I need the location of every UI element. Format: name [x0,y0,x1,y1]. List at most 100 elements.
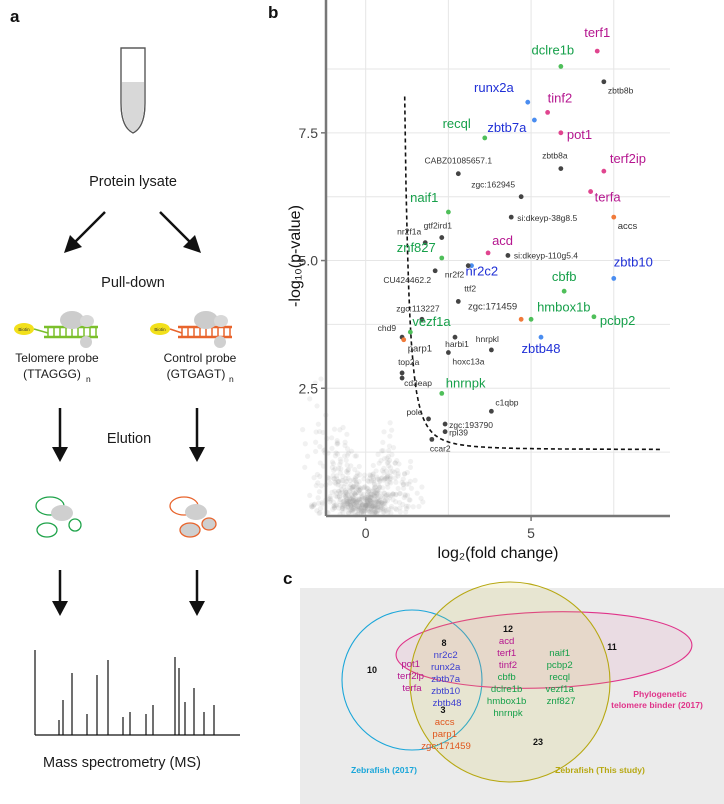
background-point [392,505,399,512]
background-point [376,507,382,513]
arrow-down-icon [189,408,205,462]
background-point [348,503,354,509]
panel-letter-c: c [283,569,292,588]
background-point [381,465,387,471]
background-point [371,498,377,505]
background-point [359,508,365,514]
background-point [350,501,356,507]
data-point [518,316,524,322]
background-point [332,479,338,486]
background-point [392,460,398,466]
background-point [340,473,346,479]
background-point [342,498,348,504]
background-point [327,480,333,486]
background-point [357,485,364,492]
panel-letter-a: a [10,7,20,26]
background-point [340,424,346,431]
background-point [372,484,378,490]
background-point [386,479,392,485]
background-point [384,476,390,482]
background-point [317,510,323,516]
background-point [365,491,371,497]
background-point [307,492,313,499]
background-point [419,484,425,490]
background-point [368,505,374,511]
background-point [358,507,364,513]
point-label: zgc:113227 [396,303,440,313]
background-point [379,475,385,481]
data-point [488,347,494,353]
background-point [397,490,403,496]
point-label: terf2ip [610,151,646,166]
background-point [376,486,382,492]
background-point [319,500,325,506]
background-point [315,421,321,427]
background-point [309,504,315,510]
background-point [375,489,381,495]
background-point [390,468,396,474]
background-point [404,469,410,476]
background-point [371,507,377,513]
data-point [399,375,405,381]
background-point [377,478,383,485]
threshold-curve [403,96,663,451]
background-point [357,499,363,505]
background-point [349,484,356,490]
background-point [386,457,393,463]
background-point [333,481,339,487]
data-point [588,189,594,194]
data-point [455,171,461,177]
background-point [373,468,379,474]
background-point [347,503,354,509]
arrow-down-icon [52,408,68,462]
background-point [352,505,359,511]
background-point [349,492,355,498]
point-label: CU424462.2 [383,275,431,285]
background-point [404,492,411,498]
background-point [351,483,357,490]
background-point [371,505,377,511]
background-point [334,437,340,444]
point-label: zgc:171459 [468,301,517,312]
background-point [381,494,388,501]
background-point [388,505,394,512]
background-point [404,481,410,487]
point-label: si:dkeyp-38g8.5 [517,213,577,223]
background-point [384,460,390,466]
point-label: cd3eap [404,378,432,388]
background-point [363,502,369,509]
data-point [455,299,461,304]
point-label: zgc:193790 [449,420,493,430]
background-point [330,461,337,467]
background-point [384,492,390,498]
background-point [313,482,319,489]
set-label-zebrafish-2017: Zebrafish (2017) [351,765,417,775]
background-point [329,489,335,495]
background-point [337,490,343,496]
background-point [369,491,375,497]
point-label: hnrnpk [446,375,486,390]
background-point [338,466,344,472]
control-probe-icon: Biotin [150,311,232,348]
background-point [372,499,379,506]
background-point [364,498,371,504]
background-point [374,507,381,514]
background-point [340,510,346,516]
background-point [400,485,407,491]
background-cloud [300,376,426,518]
background-point [393,499,399,505]
background-point [370,462,376,469]
background-point [360,510,367,517]
background-point [332,488,338,494]
background-point [370,476,377,482]
background-point [342,493,348,500]
background-point [364,503,370,509]
background-point [365,502,371,509]
background-point [360,491,367,497]
genes-all3-blue: nr2c2 runx2a zbtb7a zbtb10 zbtb48 [431,650,463,709]
background-point [362,505,368,511]
background-point [343,457,349,463]
count-study-only: 23 [533,737,543,747]
data-point [469,263,474,269]
panel-a-workflow: a Protein lysate Pull-down Biotin [10,7,240,771]
